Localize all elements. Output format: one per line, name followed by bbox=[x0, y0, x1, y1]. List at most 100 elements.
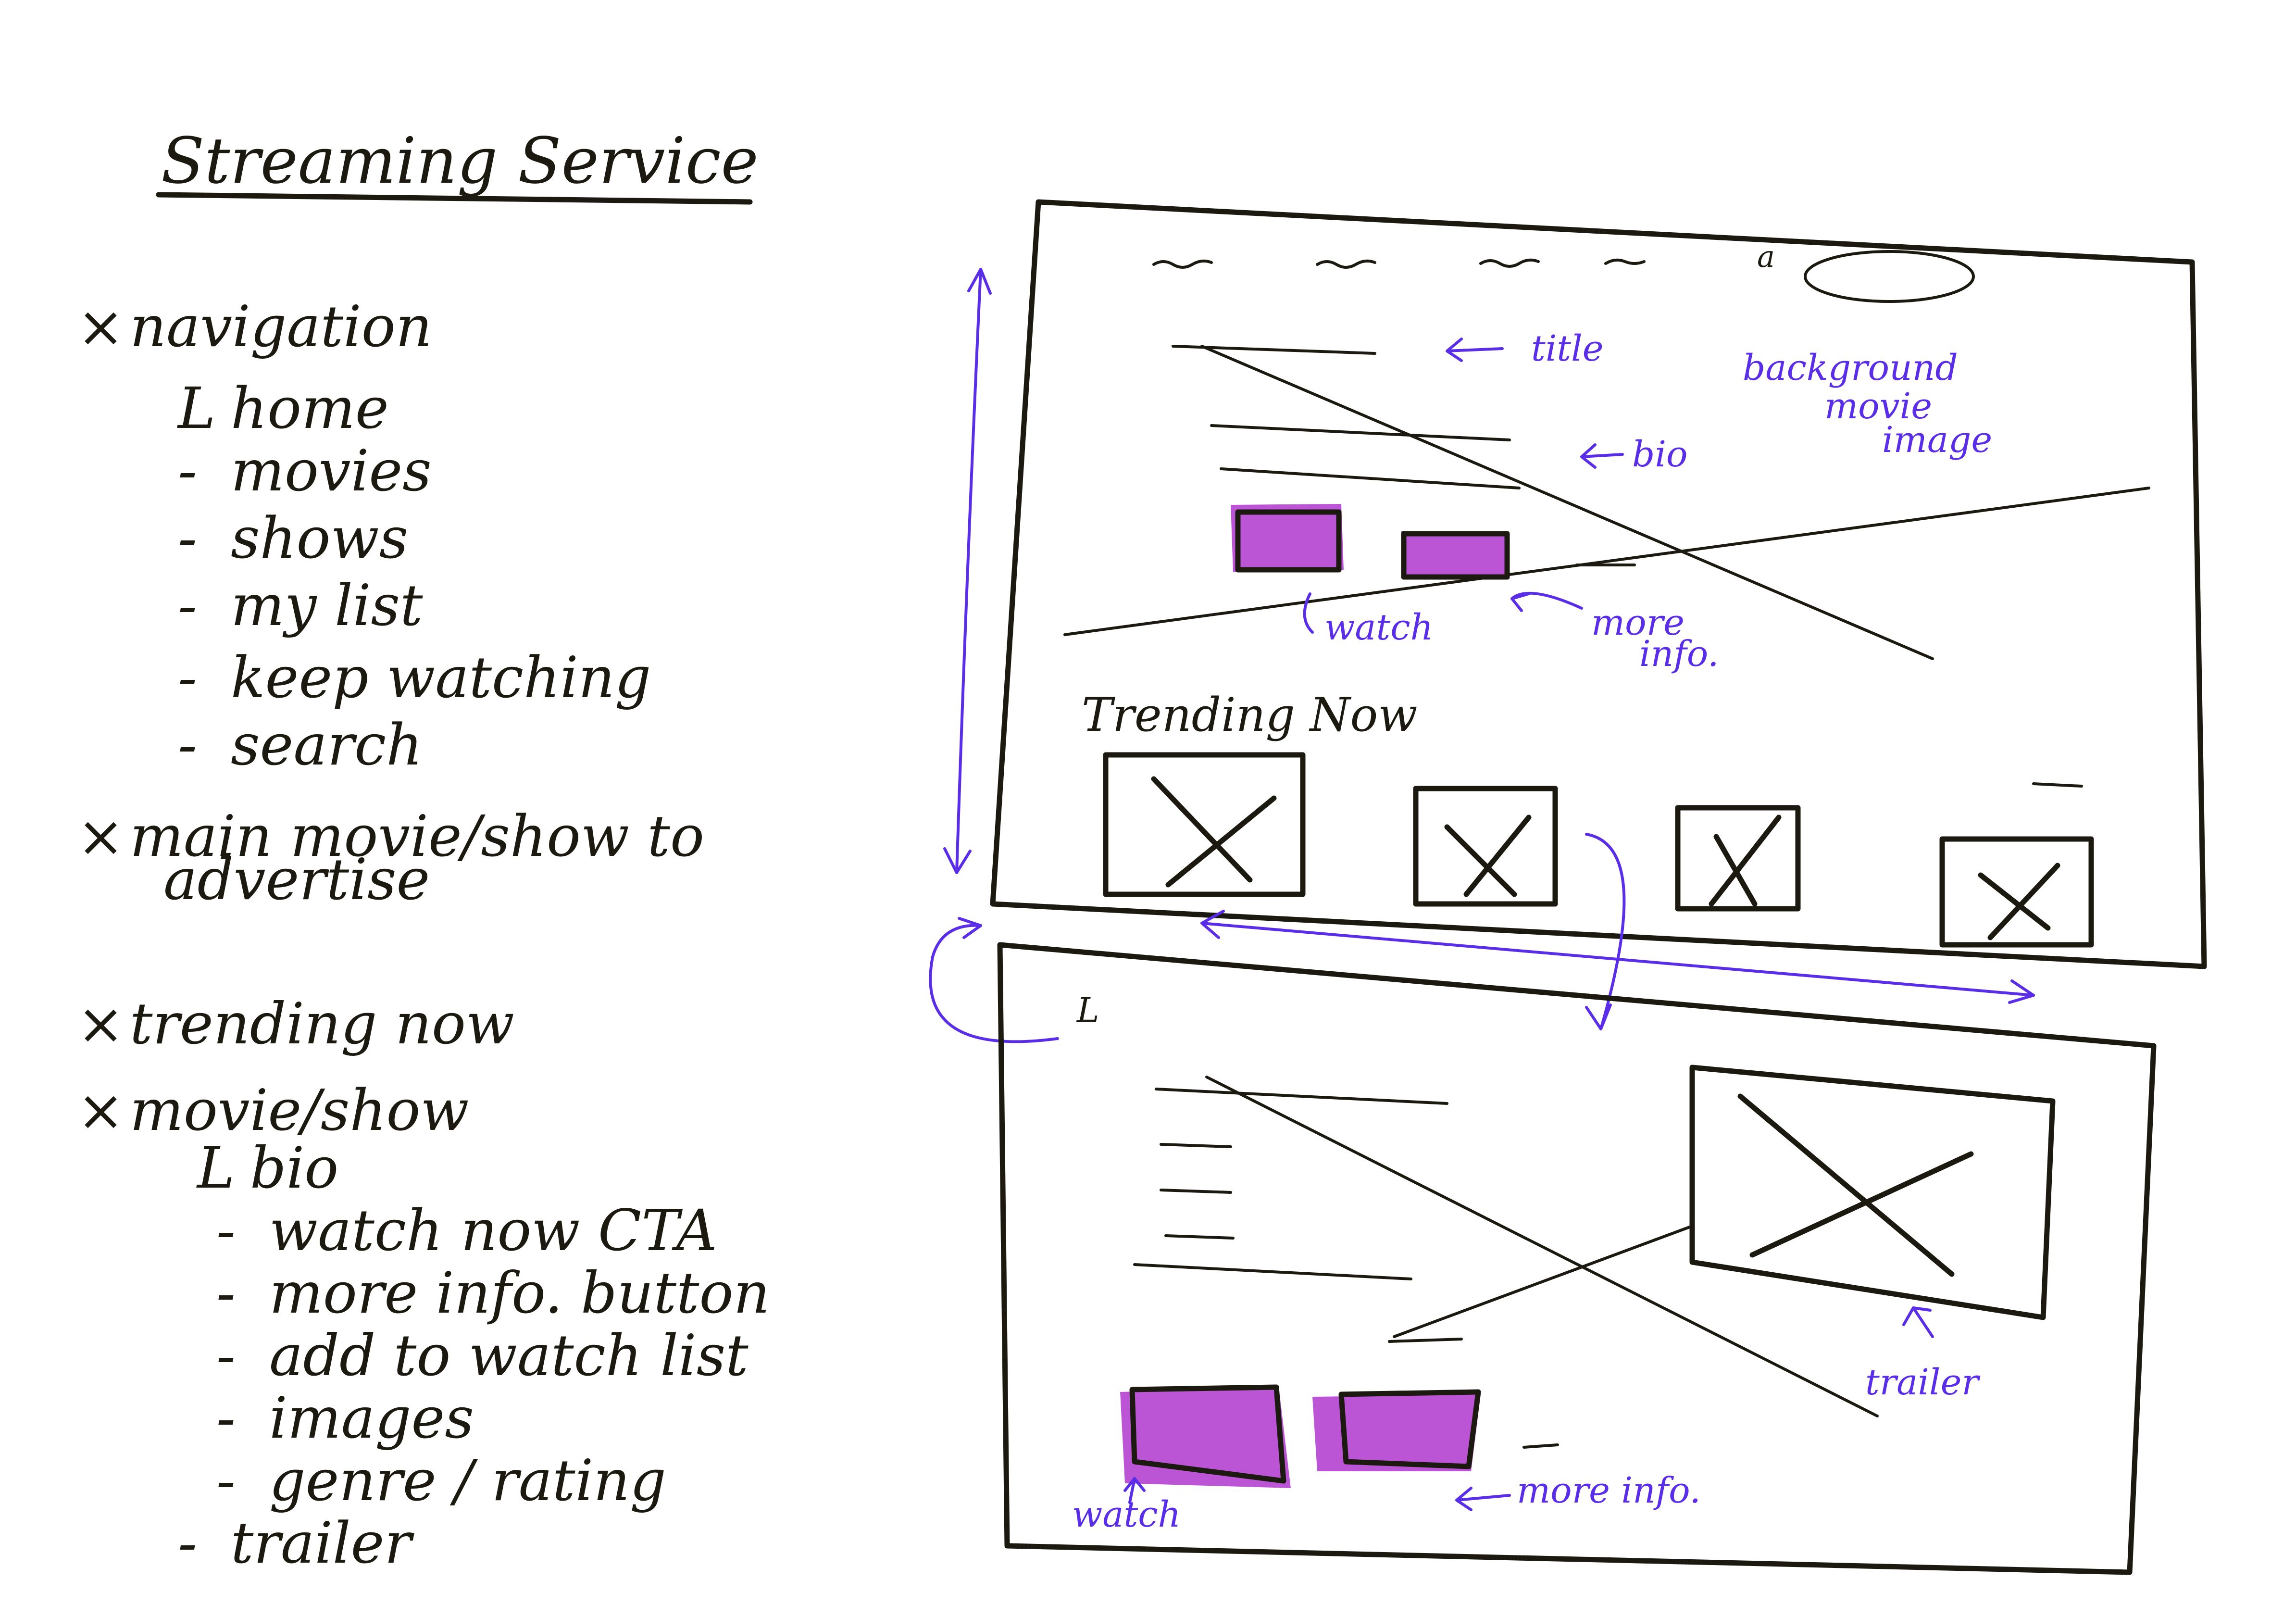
detail-more-info-button[interactable] bbox=[1312, 1389, 1481, 1471]
title-underline bbox=[156, 192, 753, 205]
hero-bio-line bbox=[1210, 424, 1511, 441]
image-placeholder-icon bbox=[1151, 776, 1277, 888]
nav-item-home bbox=[1152, 259, 1213, 269]
hero-bio-line bbox=[1220, 467, 1521, 489]
more-info-button-fill bbox=[1401, 531, 1510, 579]
more-info-button-outline bbox=[1401, 531, 1510, 580]
back-icon[interactable]: L bbox=[1076, 990, 1099, 1030]
detail-text-lines bbox=[1133, 1088, 1559, 1449]
detail-bio-line bbox=[1388, 1338, 1463, 1343]
watch-button-outline bbox=[1235, 509, 1342, 573]
trending-thumbnail[interactable] bbox=[1413, 786, 1558, 907]
detail-watch-button[interactable] bbox=[1120, 1384, 1291, 1488]
trailer-arrow bbox=[1902, 1306, 1934, 1338]
detail-bio-line bbox=[1160, 1189, 1232, 1194]
note-item: trending now bbox=[130, 990, 514, 1057]
home-nav: a bbox=[1152, 239, 1975, 303]
note-item: watch now CTA bbox=[269, 1197, 717, 1264]
thumbnail-frame bbox=[1675, 805, 1801, 912]
trending-thumbnail[interactable] bbox=[1939, 836, 2094, 948]
vertical-scroll-arrow-head bbox=[943, 847, 972, 874]
trending-row bbox=[1103, 752, 2094, 948]
back-arrow-head bbox=[958, 917, 982, 939]
detail-frame bbox=[997, 942, 2157, 1575]
note-item: shows bbox=[231, 505, 408, 571]
horizontal-scroll-arrow-head bbox=[2008, 979, 2035, 1004]
bullet-icon: L bbox=[196, 1135, 235, 1201]
note-item: keep watching bbox=[231, 644, 651, 711]
hero-watch-button[interactable] bbox=[1231, 504, 1344, 573]
bullet-icon: L bbox=[177, 375, 215, 441]
home-annotations: title bio background movie image watch m… bbox=[1303, 328, 1992, 675]
background-annotation-line-2: movie bbox=[1824, 386, 1932, 427]
thumbnail-frame bbox=[1103, 752, 1306, 897]
detail-bio-line bbox=[1133, 1263, 1412, 1280]
image-placeholder-icon bbox=[1737, 1093, 1974, 1277]
bullet-icon: - bbox=[178, 438, 197, 504]
hero-more-info-button[interactable] bbox=[1401, 531, 1510, 580]
detail-bio-line bbox=[1164, 1234, 1235, 1240]
vertical-scroll-arrow-head bbox=[967, 268, 992, 295]
home-wireframe: a title bio background bbox=[990, 199, 2207, 969]
bio-annotation: bio bbox=[1632, 434, 1688, 475]
more-info-annotation-line-1: more bbox=[1591, 602, 1685, 643]
more-info-button-fill bbox=[1312, 1394, 1481, 1471]
watch-arrow bbox=[1303, 592, 1314, 634]
profile-pill bbox=[1804, 250, 1975, 303]
detail-annotations: trailer watch more info. bbox=[1072, 1306, 1981, 1535]
watch-annotation: watch bbox=[1324, 607, 1433, 648]
detail-wireframe: L trailer bbox=[997, 942, 2157, 1575]
background-annotation-line-1: background bbox=[1743, 347, 1958, 388]
page-title: Streaming Service bbox=[161, 124, 759, 198]
trailer-player[interactable] bbox=[1689, 1065, 2056, 1320]
note-item: add to watch list bbox=[269, 1322, 749, 1389]
title-annotation: title bbox=[1531, 328, 1604, 369]
detail-bio-line bbox=[1160, 1143, 1232, 1148]
more-info-annotation-line-2: info. bbox=[1639, 633, 1719, 675]
nav-item-shows bbox=[1479, 258, 1540, 268]
bullet-icon: - bbox=[216, 1385, 236, 1451]
note-item: genre / rating bbox=[269, 1447, 666, 1514]
checkmark-icon: × bbox=[77, 990, 125, 1057]
checkmark-icon: × bbox=[77, 803, 125, 869]
bullet-icon: - bbox=[216, 1260, 236, 1326]
back-arrow bbox=[929, 924, 1059, 1043]
image-placeholder-icon bbox=[1709, 815, 1782, 907]
watch-button-outline bbox=[1129, 1384, 1286, 1484]
note-item: navigation bbox=[130, 293, 432, 360]
note-item: my list bbox=[231, 572, 423, 639]
detail-background-cross bbox=[1393, 1225, 1694, 1338]
bio-arrow bbox=[1580, 443, 1624, 469]
detail-title-line bbox=[1155, 1088, 1448, 1105]
checkmark-icon: × bbox=[77, 1077, 125, 1143]
trailer-annotation: trailer bbox=[1865, 1362, 1981, 1403]
trending-dash bbox=[2032, 782, 2083, 788]
nav-item-my-list bbox=[1604, 258, 1646, 265]
trailer-frame bbox=[1689, 1065, 2056, 1320]
search-icon: a bbox=[1757, 239, 1775, 274]
bullet-icon: - bbox=[216, 1322, 236, 1389]
bullet-icon: - bbox=[178, 1510, 197, 1576]
trending-thumbnail[interactable] bbox=[1675, 805, 1801, 912]
more-info-arrow bbox=[1455, 1487, 1511, 1511]
note-item: advertise bbox=[163, 846, 430, 913]
vertical-scroll-arrow bbox=[955, 268, 982, 874]
checkmark-icon: × bbox=[77, 293, 125, 360]
note-item: images bbox=[269, 1385, 474, 1451]
bullet-icon: - bbox=[178, 505, 197, 571]
detail-dash bbox=[1522, 1443, 1559, 1449]
more-info-button-outline bbox=[1338, 1389, 1481, 1469]
note-item: more info. button bbox=[269, 1260, 770, 1326]
note-item: movie/show bbox=[130, 1077, 469, 1143]
note-item: movies bbox=[231, 438, 432, 504]
flow-arrows bbox=[929, 268, 2035, 1043]
note-item: main movie/show to bbox=[130, 803, 704, 869]
more-info-arrow bbox=[1510, 591, 1583, 612]
bullet-icon: - bbox=[216, 1447, 236, 1514]
trending-thumbnail[interactable] bbox=[1103, 752, 1306, 897]
watch-button-fill bbox=[1231, 504, 1344, 572]
note-item: bio bbox=[250, 1135, 338, 1201]
